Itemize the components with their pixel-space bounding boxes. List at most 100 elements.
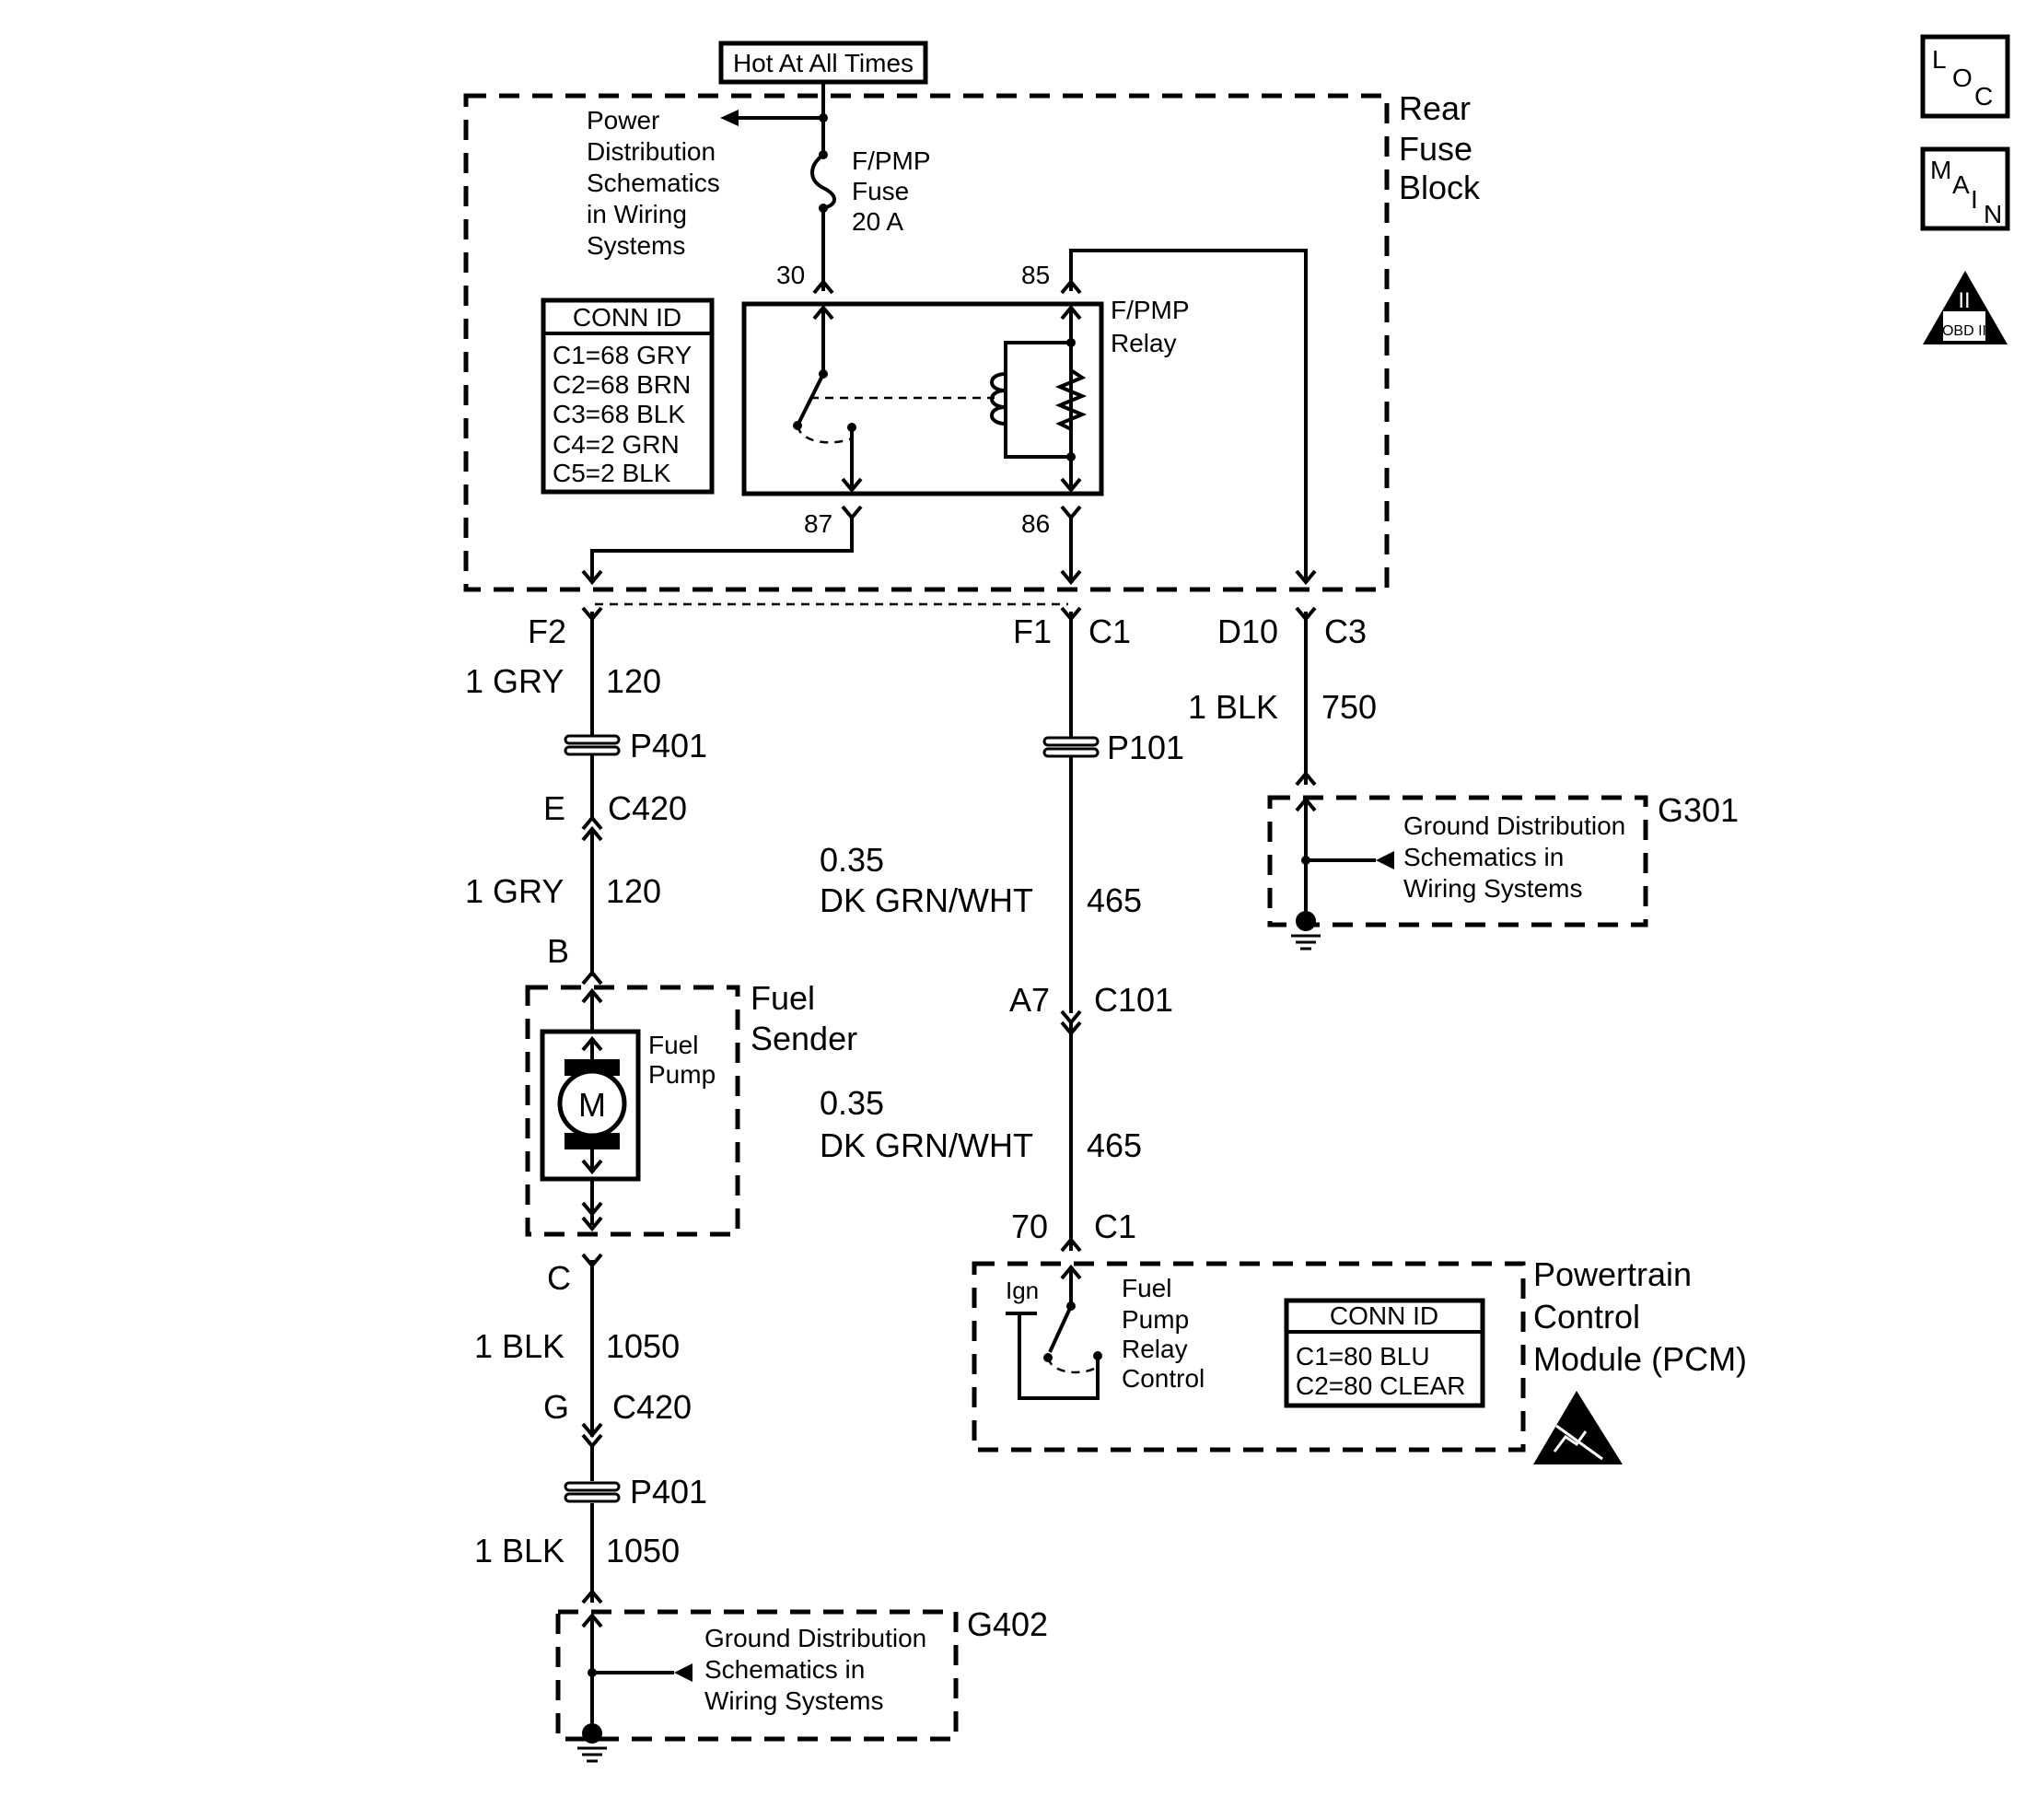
arrow-down-icon xyxy=(1060,477,1082,494)
svg-text:Control: Control xyxy=(1533,1298,1640,1336)
hot-at-all-times-label: Hot At All Times xyxy=(733,49,914,77)
svg-text:Schematics in: Schematics in xyxy=(704,1655,865,1684)
svg-text:Systems: Systems xyxy=(587,231,685,260)
c420-top-label: C420 xyxy=(608,789,687,827)
pcm-switch-contact xyxy=(1048,1305,1073,1353)
conn-id-table xyxy=(541,298,715,495)
pcm-c1-label: C1 xyxy=(1094,1208,1136,1245)
g301-text: Ground Distribution Schematics in Wiring… xyxy=(1403,811,1625,903)
ground-icon xyxy=(1291,911,1321,951)
loc-icon[interactable]: L O C xyxy=(1920,34,2010,119)
arrow-down-icon xyxy=(581,1201,603,1218)
c101-label: C101 xyxy=(1094,981,1173,1019)
svg-text:Distribution: Distribution xyxy=(587,137,716,166)
blk-1050-top-circuit: 1050 xyxy=(606,1327,680,1365)
fpmp-relay-box xyxy=(741,301,1104,496)
resistor-icon xyxy=(1054,368,1088,431)
g402-label: G402 xyxy=(967,1605,1048,1643)
svg-text:Block: Block xyxy=(1399,169,1481,206)
pcm-switch-label: Fuel Pump Relay Control xyxy=(1122,1274,1205,1393)
grn-top-color: DK GRN/WHT xyxy=(820,881,1033,919)
svg-text:Schematics in: Schematics in xyxy=(1403,843,1564,871)
svg-text:Ground Distribution: Ground Distribution xyxy=(1403,811,1625,840)
svg-text:Fuse: Fuse xyxy=(1399,130,1472,168)
g301-terminal-icon xyxy=(1295,770,1317,787)
p401-bottom-passthrough-icon xyxy=(564,1481,621,1503)
svg-text:Pump: Pump xyxy=(1122,1305,1189,1334)
g402-terminal-icon xyxy=(581,1588,603,1604)
blk-1050-bottom-size-color: 1 BLK xyxy=(474,1532,565,1569)
conn-id-rows: C1=68 GRY C2=68 BRN C3=68 BLK C4=2 GRN C… xyxy=(553,341,693,487)
pcm-conn-id-row-2: C2=80 CLEAR xyxy=(1296,1371,1465,1400)
relay-coil-icon xyxy=(990,372,1007,426)
e-label: E xyxy=(543,789,565,827)
grn-top-size: 0.35 xyxy=(820,841,884,879)
esd-warning-icon xyxy=(1533,1391,1623,1464)
blk-1050-bottom-circuit: 1050 xyxy=(606,1532,680,1569)
arrow-left-icon xyxy=(1376,851,1394,869)
power-distribution-note: Power Distribution Schematics in Wiring … xyxy=(587,106,720,260)
svg-text:Powertrain: Powertrain xyxy=(1533,1255,1692,1293)
grn-bottom-circuit: 465 xyxy=(1087,1126,1142,1164)
svg-text:L: L xyxy=(1932,45,1947,74)
svg-text:Control: Control xyxy=(1122,1364,1205,1393)
svg-text:I: I xyxy=(1971,185,1978,214)
p401-bottom-label: P401 xyxy=(630,1473,707,1511)
blk-1050-top-size-color: 1 BLK xyxy=(474,1327,565,1365)
relay-87-to-f2-wire xyxy=(590,518,854,582)
hot-at-all-times-box xyxy=(718,41,928,85)
grn-top-circuit: 465 xyxy=(1087,881,1142,919)
c420-bottom-label: C420 xyxy=(612,1388,692,1426)
arrow-up-icon xyxy=(1060,304,1082,321)
fuel-pump-motor-icon: M xyxy=(557,1035,627,1175)
pcm-title: Powertrain Control Module (PCM) xyxy=(1533,1255,1747,1378)
blk-750-size-color: 1 BLK xyxy=(1188,688,1278,726)
svg-text:II: II xyxy=(1958,288,1970,313)
b-terminal-icon xyxy=(581,969,603,986)
splice-dot xyxy=(819,113,828,122)
grn-bottom-size: 0.35 xyxy=(820,1084,884,1122)
relay-label: F/PMP Relay xyxy=(1111,296,1190,357)
ground-icon xyxy=(577,1723,607,1763)
fuse-label: F/PMP Fuse 20 A xyxy=(852,146,931,236)
pin-70-terminal-icon xyxy=(1060,1236,1082,1253)
conn-id-header: CONN ID xyxy=(573,303,681,332)
power-dist-arrow-icon xyxy=(720,110,739,126)
c420-bottom-terminal-icon xyxy=(581,1422,603,1439)
svg-text:F/PMP: F/PMP xyxy=(1111,296,1190,324)
fuel-sender-title: Fuel Sender xyxy=(751,979,857,1057)
c3-label: C3 xyxy=(1324,612,1367,650)
svg-text:OBD II: OBD II xyxy=(1942,323,1986,339)
svg-text:Fuel: Fuel xyxy=(648,1031,698,1059)
main-icon[interactable]: M A I N xyxy=(1920,146,2010,231)
c420-terminal-icon xyxy=(581,814,603,831)
svg-text:Wiring Systems: Wiring Systems xyxy=(704,1686,883,1715)
svg-text:Power: Power xyxy=(587,106,659,134)
svg-text:C: C xyxy=(1974,82,1993,111)
svg-text:Pump: Pump xyxy=(648,1060,716,1089)
f2-label: F2 xyxy=(528,612,566,650)
svg-text:C4=2 GRN: C4=2 GRN xyxy=(553,430,680,459)
g402-boundary xyxy=(555,1609,959,1742)
pin-70-label: 70 xyxy=(1011,1208,1048,1245)
pcm-conn-id-header: CONN ID xyxy=(1330,1301,1438,1330)
svg-text:A: A xyxy=(1952,170,1970,199)
p101-passthrough-icon xyxy=(1042,736,1100,758)
pin-30-terminal-icon xyxy=(812,278,834,295)
f1-label: F1 xyxy=(1013,612,1052,650)
arrow-up-icon xyxy=(812,304,834,321)
obd-ii-icon[interactable]: II OBD II xyxy=(1923,271,2008,344)
svg-text:O: O xyxy=(1952,64,1973,92)
ign-label: Ign xyxy=(1006,1277,1039,1304)
svg-text:20 A: 20 A xyxy=(852,207,903,236)
arrow-down-icon xyxy=(1060,569,1082,586)
a7-label: A7 xyxy=(1009,981,1050,1019)
svg-text:Fuse: Fuse xyxy=(852,177,909,205)
fuel-sender-boundary xyxy=(525,985,740,1237)
svg-text:Relay: Relay xyxy=(1111,329,1177,357)
svg-text:Fuel: Fuel xyxy=(751,979,815,1017)
svg-text:C3=68 BLK: C3=68 BLK xyxy=(553,400,685,428)
svg-text:F/PMP: F/PMP xyxy=(852,146,931,175)
g301-boundary xyxy=(1267,795,1648,928)
